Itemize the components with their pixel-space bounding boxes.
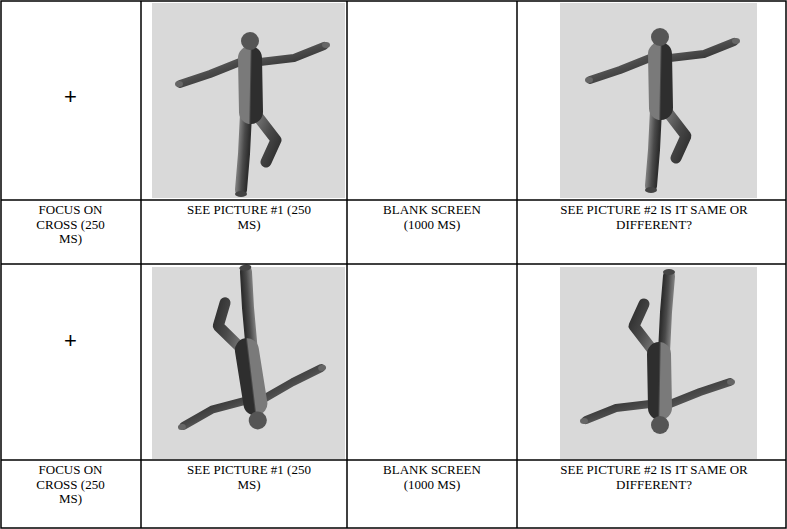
- step-caption: BLANK SCREEN (1000 MS): [367, 463, 497, 492]
- fixation-cross: +: [0, 86, 141, 108]
- step-caption: SEE PICTURE #1 (250 MS): [174, 463, 324, 492]
- fixation-cross: +: [0, 330, 141, 352]
- step-caption: BLANK SCREEN (1000 MS): [367, 203, 497, 232]
- step-caption: FOCUS ON CROSS (250 MS): [30, 463, 111, 507]
- step-caption: FOCUS ON CROSS (250 MS): [30, 203, 111, 247]
- step-caption: SEE PICTURE #1 (250 MS): [174, 203, 324, 232]
- step-caption: SEE PICTURE #2 IS IT SAME OR DIFFERENT?: [540, 203, 768, 232]
- step-caption: SEE PICTURE #2 IS IT SAME OR DIFFERENT?: [540, 463, 768, 492]
